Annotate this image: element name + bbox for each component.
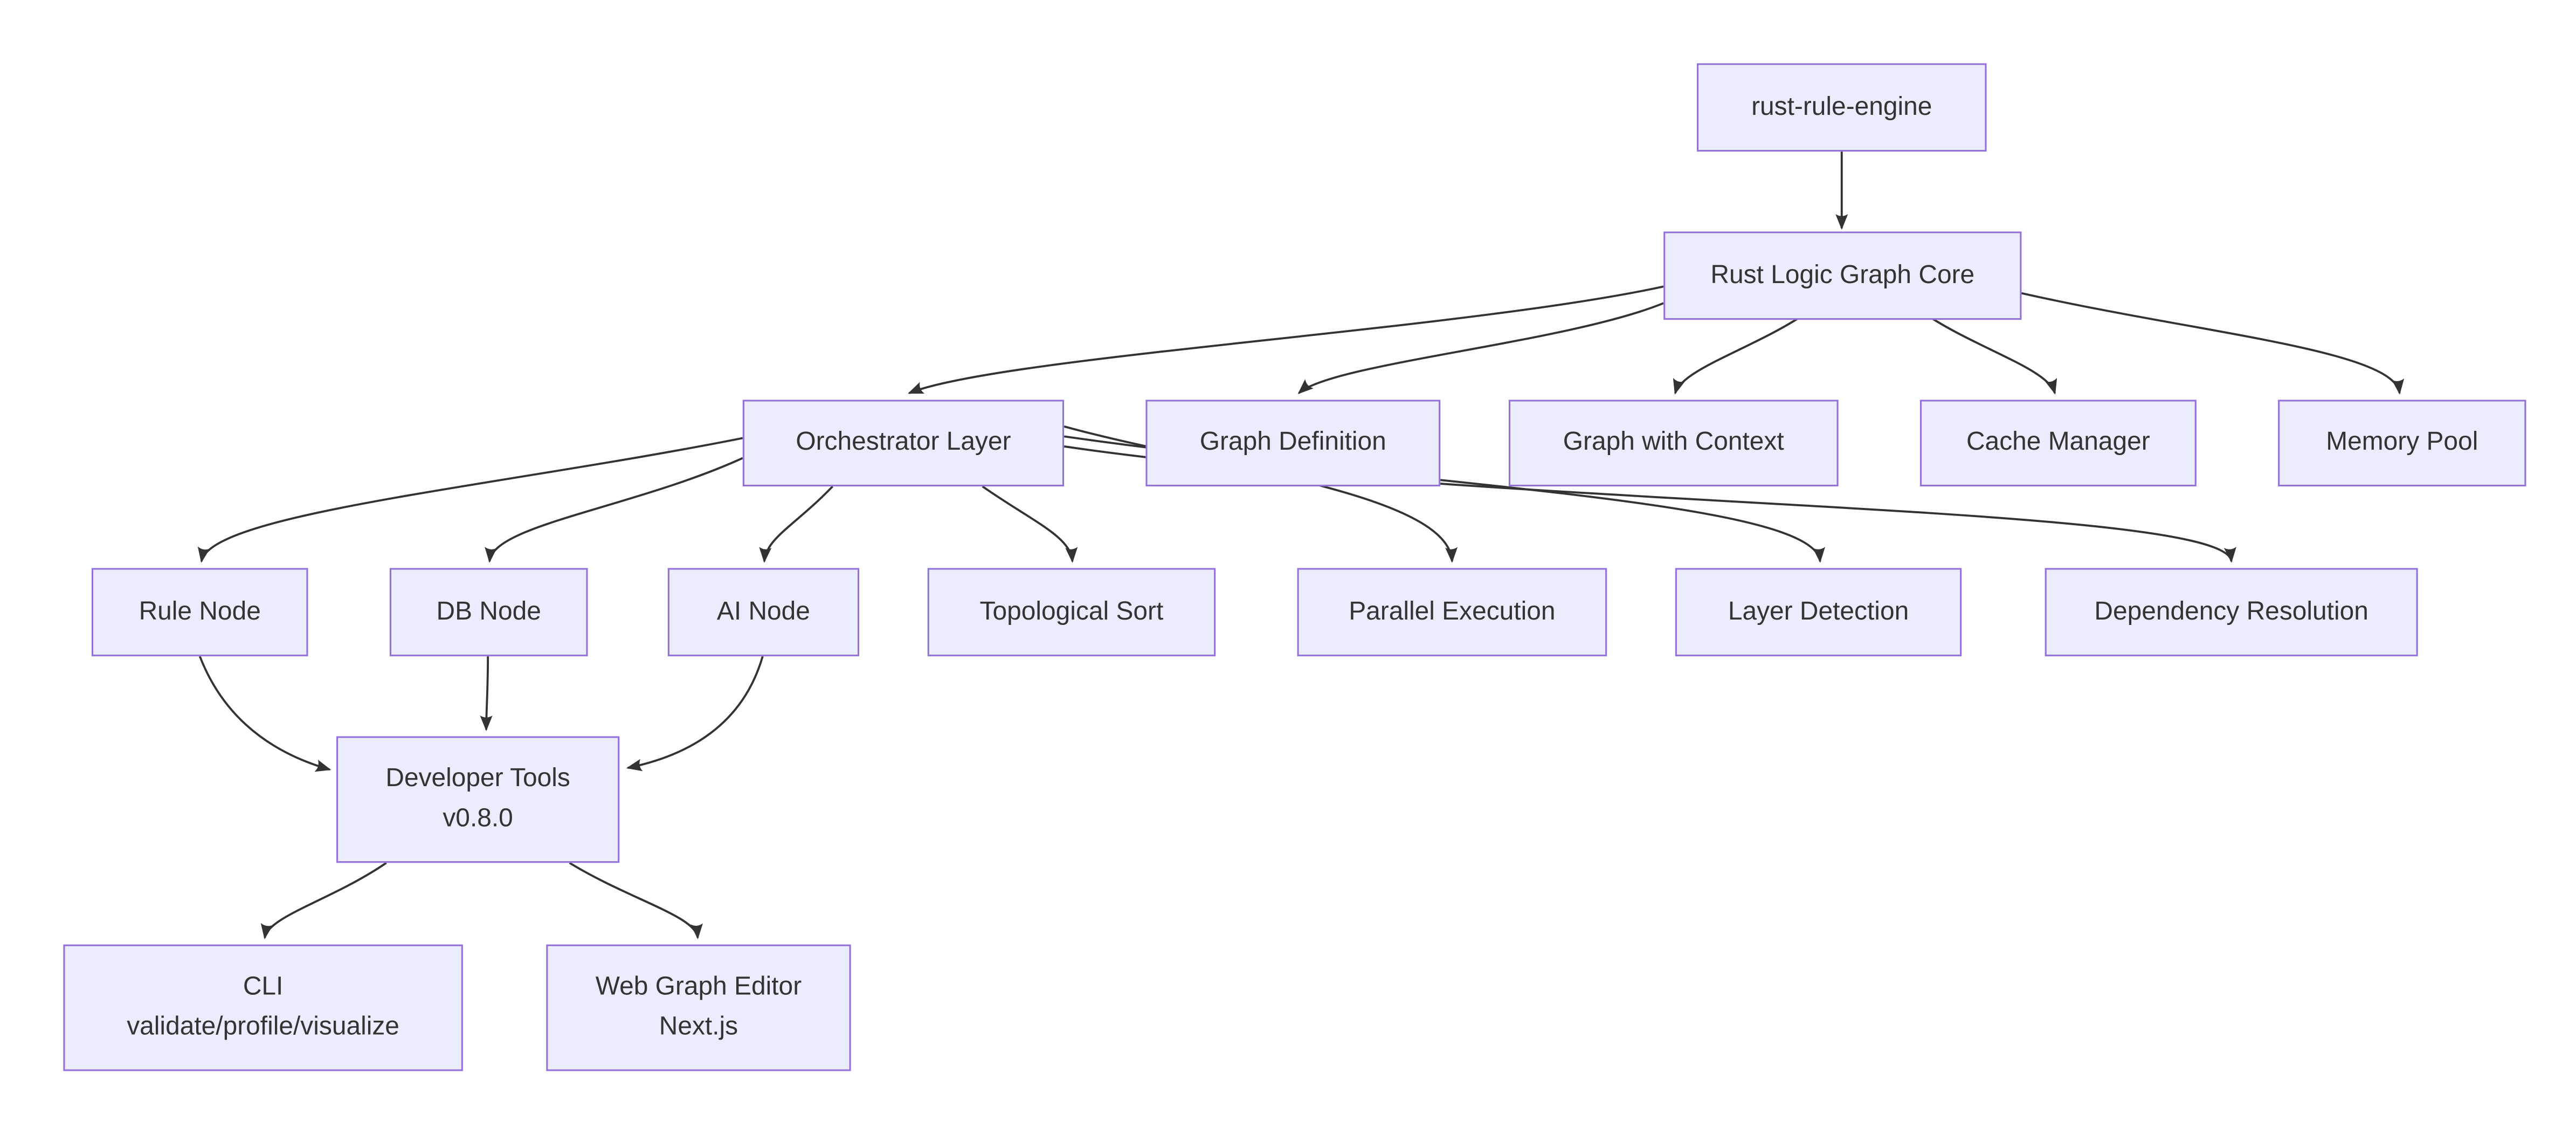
node-memory-pool: Memory Pool <box>2278 400 2526 487</box>
edge-developer-tools-cli <box>260 862 387 940</box>
node-rust-rule-engine: rust-rule-engine <box>1696 63 1987 152</box>
edge-orchestrator-rule-node <box>197 437 743 563</box>
node-db-node: DB Node <box>389 568 588 657</box>
node-label: Rust Logic Graph Core <box>1710 260 1975 289</box>
node-label: CLI <box>243 973 284 1001</box>
node-label: Orchestrator Layer <box>796 428 1011 457</box>
node-rule-node: Rule Node <box>91 568 308 657</box>
node-rust-logic-graph-core: Rust Logic Graph Core <box>1663 231 2022 320</box>
node-developer-tools: Developer Tools v0.8.0 <box>336 736 620 863</box>
edge-rule-node-developer-tools <box>198 656 332 772</box>
node-ai-node: AI Node <box>667 568 860 657</box>
node-label: Cache Manager <box>1966 428 2150 457</box>
node-label: Rule Node <box>139 597 261 626</box>
node-label: DB Node <box>436 597 541 626</box>
node-parallel-execution: Parallel Execution <box>1297 568 1607 657</box>
node-cli: CLI validate/profile/visualize <box>63 944 463 1071</box>
edge-db-node-developer-tools <box>480 656 493 732</box>
edge-ai-node-developer-tools <box>626 656 764 772</box>
node-label: Developer Tools <box>385 764 570 793</box>
edge-core-graph-with-context <box>1673 317 1799 395</box>
node-label: Dependency Resolution <box>2094 597 2368 626</box>
edge-core-orchestrator <box>908 285 1664 394</box>
node-cache-manager: Cache Manager <box>1919 400 2197 487</box>
edge-core-memory-pool <box>2021 292 2405 395</box>
node-dependency-resolution: Dependency Resolution <box>2045 568 2418 657</box>
node-sublabel: Next.js <box>659 1013 738 1041</box>
edge-core-graph-definition <box>1297 302 1664 395</box>
node-topological-sort: Topological Sort <box>927 568 1216 657</box>
node-label: Web Graph Editor <box>595 973 802 1001</box>
node-graph-with-context: Graph with Context <box>1508 400 1839 487</box>
node-label: Topological Sort <box>979 597 1164 626</box>
edge-developer-tools-web-graph-editor <box>569 862 703 940</box>
edge-orchestrator-topological-sort <box>982 485 1078 563</box>
node-label: Graph Definition <box>1199 428 1386 457</box>
node-label: Graph with Context <box>1563 428 1784 457</box>
node-graph-definition: Graph Definition <box>1145 400 1441 487</box>
node-label: rust-rule-engine <box>1751 92 1932 121</box>
edge-orchestrator-db-node <box>485 457 743 563</box>
node-label: Memory Pool <box>2326 428 2478 457</box>
node-orchestrator-layer: Orchestrator Layer <box>742 400 1065 487</box>
edge-core-cache-manager <box>1931 317 2057 395</box>
node-layer-detection: Layer Detection <box>1675 568 1962 657</box>
node-sublabel: validate/profile/visualize <box>127 1013 399 1041</box>
node-web-graph-editor: Web Graph Editor Next.js <box>546 944 851 1071</box>
node-sublabel: v0.8.0 <box>443 804 513 833</box>
edge-orchestrator-ai-node <box>759 485 834 563</box>
node-label: Layer Detection <box>1728 597 1909 626</box>
node-label: AI Node <box>716 597 810 626</box>
node-label: Parallel Execution <box>1349 597 1556 626</box>
